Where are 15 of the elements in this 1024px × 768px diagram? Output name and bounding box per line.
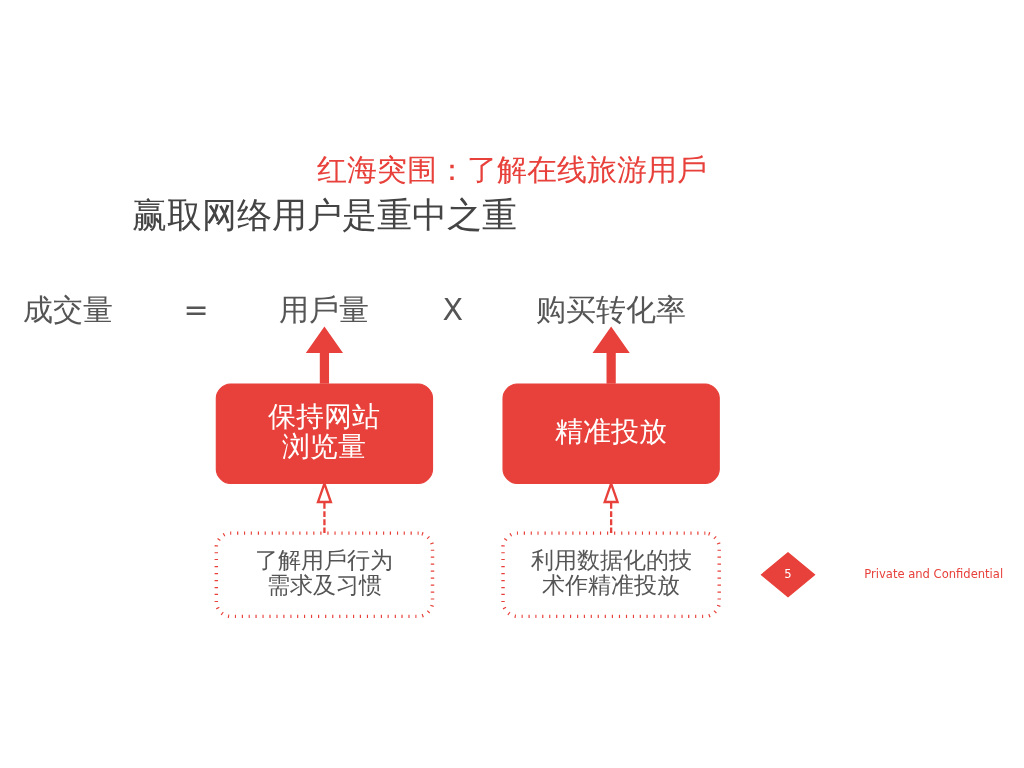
node-box: 精准投放 xyxy=(502,383,720,484)
node-diamond: 5 xyxy=(760,552,816,598)
node-box: 利用数据化的技术作精准投放 xyxy=(501,531,721,619)
arrow xyxy=(305,326,343,384)
node-text: 用戶量 xyxy=(279,292,370,328)
label: Private and Confidential xyxy=(864,566,1004,581)
label: X xyxy=(442,292,464,328)
node-box: 保持网站浏览量 xyxy=(215,383,434,484)
label: 赢取网络用户是重中之重 xyxy=(131,194,517,235)
label: 成交量 xyxy=(22,292,113,328)
node-box: 了解用戶行为需求及习惯 xyxy=(214,531,435,619)
diagram-title: 红海突围：了解在线旅游用戶 xyxy=(317,152,707,188)
label: = xyxy=(183,292,209,328)
node-text: 购买转化率 xyxy=(536,292,687,328)
arrow xyxy=(592,326,630,384)
